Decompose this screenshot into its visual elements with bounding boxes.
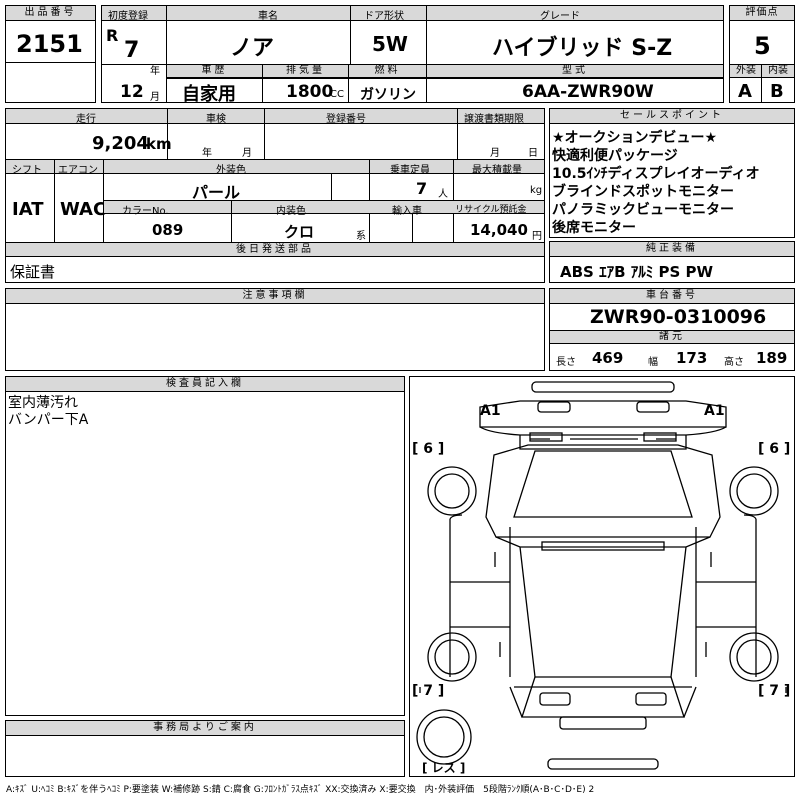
details-box: 走行 車検 登録番号 譲渡書類期限 9,204 km 年 月 月 日 シフト エ… [5,108,545,283]
equipment-label: 純正装備 [550,242,794,257]
displacement: 1800 [286,82,334,102]
score: 5 [754,32,771,60]
fuel: ガソリン [360,87,416,103]
office-label: 事務局よりご案内 [6,721,404,736]
first-reg-label: 初度登録 [108,11,148,22]
reg-month: 12 [120,82,144,102]
ac: WAC [60,199,107,220]
inspection-label: 車検 [206,114,226,125]
tire-front-left: [ 6 ] [412,441,445,457]
score-label: 評価点 [730,6,794,21]
equipment-box: 純正装備 ABS ｴｱB ｱﾙﾐ PS PW [549,241,795,283]
spare-tire: [ レス ] [422,761,466,775]
length: 469 [592,349,624,367]
inspector-box: 検査員記入欄 室内薄汚れ バンパー下A [5,376,405,716]
model-label: 型式 [427,65,723,78]
tire-rear-right: [ 7 ] [758,683,791,699]
displacement-label: 排気量 [263,65,348,78]
reg-year: 7 [124,38,140,63]
lot-label: 出品番号 [6,6,95,21]
height: 189 [756,349,788,367]
sales-label: セールスポイント [550,109,794,124]
ext-grade: A [738,81,752,102]
sales-points: セールスポイント ★オークションデビュー★ 快適利便パッケージ 10.5ｲﾝﾁデ… [549,108,795,238]
history-label: 車歴 [167,65,262,78]
sales-item: 後席モニター [552,220,636,236]
shift: IAT [12,199,44,220]
exterior-color: パール [192,183,241,202]
mileage: 9,204 [92,133,149,154]
car-diagram: A1 A1 [ 6 ] [ 6 ] [ 7 ] [ 7 ] [ レス ] [409,376,795,777]
tire-rear-left: [ 7 ] [412,683,445,699]
width: 173 [676,349,708,367]
capacity: 7 [416,179,428,198]
equipment: ABS ｴｱB ｱﾙﾐ PS PW [560,263,714,281]
tire-front-right: [ 6 ] [758,441,791,457]
sales-item: 快適利便パッケージ [552,148,678,164]
interior-color: クロ [284,223,315,241]
recycle-fee: 14,040 [470,221,528,239]
lot-box: 出品番号 2151 [5,5,96,103]
damage-a1-left: A1 [480,403,501,419]
chassis-box: 車台番号 ZWR90-0310096 諸元 長さ 469 幅 173 高さ 18… [549,288,795,371]
fuel-label: 燃料 [349,65,426,78]
door-type: 5W [372,32,408,56]
mileage-label: 走行 [76,114,96,125]
grade: ハイブリッド S-Z [492,36,673,61]
color-number: 089 [152,221,184,239]
inspector-line: バンパー下A [8,412,89,428]
sales-item: ブラインドスポットモニター [552,184,734,200]
lot-number: 2151 [16,30,83,58]
legend: A:ｷｽﾞ U:ﾍｺﾐ B:ｷｽﾞを伴うﾍｺﾐ P:要塗装 W:補修跡 S:錆 … [6,785,595,795]
office-box: 事務局よりご案内 [5,720,405,777]
inspector-label: 検査員記入欄 [6,377,404,392]
era: R [106,26,119,45]
car-name-label: 車名 [258,11,278,22]
inspector-line: 室内薄汚れ [8,395,78,411]
sales-item: ★オークションデビュー★ [552,130,718,146]
car-outline [416,381,787,770]
history: 自家用 [182,84,236,105]
notes-label: 注意事項欄 [6,289,544,304]
sales-item: パノラミックビューモニター [552,202,734,218]
transfer-label: 譲渡書類期限 [464,114,524,125]
regno-label: 登録番号 [326,114,366,125]
damage-a1-right: A1 [704,403,725,419]
notes-box: 注意事項欄 [5,288,545,371]
door-label: ドア形状 [364,11,404,22]
specs-label: 諸元 [550,331,794,344]
vehicle-header: 初度登録 車名 ドア形状 グレード R 7 年 12 月 ノア 5W ハイブリッ… [101,5,724,105]
chassis-label: 車台番号 [550,289,794,304]
model: 6AA-ZWR90W [522,82,654,102]
chassis-number: ZWR90-0310096 [590,306,767,328]
car-name: ノア [230,36,275,61]
score-box: 評価点 5 外装 内装 A B [729,5,795,103]
grade-label: グレード [540,11,580,22]
sales-item: 10.5ｲﾝﾁディスプレイオーディオ [552,166,760,182]
sales-list: ★オークションデビュー★ 快適利便パッケージ 10.5ｲﾝﾁディスプレイオーディ… [552,129,760,237]
later-parts-label: 後日発送部品 [6,243,544,257]
int-grade: B [770,81,784,102]
later-parts: 保証書 [10,263,56,281]
